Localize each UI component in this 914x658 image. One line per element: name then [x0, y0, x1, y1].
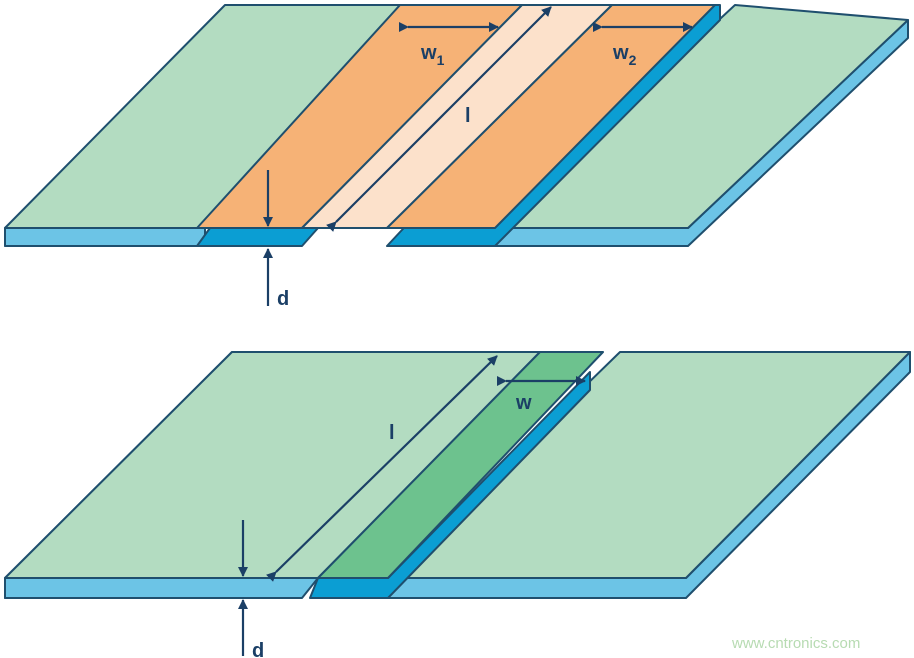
top-length-dimension-arrow: [326, 6, 552, 232]
top-left-ground-plane: [4, 4, 401, 247]
bottom-width-label: w: [515, 392, 532, 414]
top-w1-label: w1: [420, 42, 445, 68]
top-diagram: w1 w2 l d: [4, 4, 909, 310]
bottom-length-label: l: [389, 422, 395, 444]
watermark-text: www.cntronics.com: [731, 635, 860, 652]
top-thickness-label: d: [277, 288, 289, 310]
top-w2-label: w2: [612, 42, 637, 68]
bottom-length-dimension-arrow: [266, 355, 498, 582]
top-length-label: l: [465, 105, 471, 127]
bottom-diagram: w l d: [4, 351, 911, 658]
bottom-thickness-label: d: [252, 640, 264, 658]
